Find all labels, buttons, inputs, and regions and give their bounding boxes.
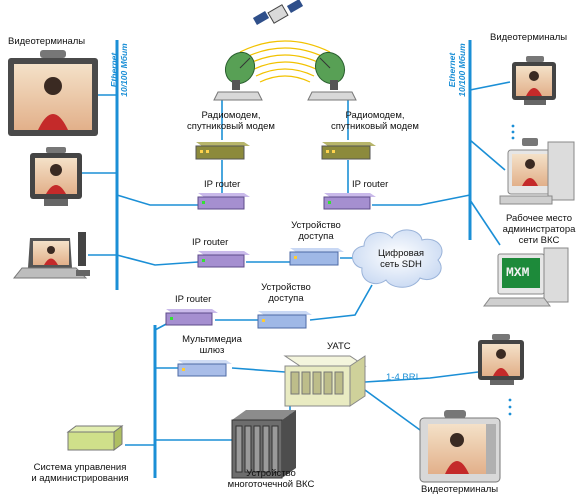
gateway-line-2: шлюз xyxy=(199,345,225,356)
network-links xyxy=(82,81,511,446)
admin-pc-videoterminal-icon xyxy=(499,138,575,205)
access-device-2-line-1: Устройство xyxy=(261,282,311,293)
mxm-screen-text: MXM xyxy=(506,265,530,280)
mcu-line-2: многоточечной ВКС xyxy=(227,479,315,490)
multimedia-gateway-label: Мультимедиа шлюз xyxy=(172,334,252,356)
management-system-icon xyxy=(66,425,124,451)
ellipsis-bottom xyxy=(508,398,512,416)
satellite-signal-waves xyxy=(239,40,331,83)
sdh-line-2: сеть SDH xyxy=(380,259,422,270)
mcu-line-1: Устройство xyxy=(246,468,296,479)
mgmt-line-2: и администрирования xyxy=(31,473,129,484)
ethernet-label-right: Ethernet 10/100 Мбит xyxy=(447,37,467,103)
satellite-modem-right-icon xyxy=(321,142,376,160)
mcu-icon xyxy=(231,410,296,479)
mcu-label: Устройство многоточечной ВКС xyxy=(216,468,326,490)
management-system-label: Система управления и администрирования xyxy=(22,462,138,484)
ip-router-3-icon xyxy=(197,251,250,268)
ip-router-2-icon xyxy=(323,193,376,210)
video-terminal-bottom-1-icon xyxy=(478,334,524,385)
video-terminal-left-2-icon xyxy=(30,147,82,206)
access-device-1-line-2: доступа xyxy=(298,231,334,242)
radiomodem-right-label: Радиомодем, спутниковый модем xyxy=(320,110,430,132)
access-device-2-label: Устройство доступа xyxy=(248,282,324,304)
radiomodem-left-line-1: Радиомодем, xyxy=(201,110,261,121)
uats-pbx-icon xyxy=(283,355,367,407)
admin-ws-line-2: администратора xyxy=(502,224,576,235)
multimedia-gateway-icon xyxy=(177,360,232,377)
access-device-1-label: Устройство доступа xyxy=(278,220,354,242)
ethernet-right-line-2: 10/100 Мбит xyxy=(457,43,467,97)
admin-ws-line-1: Рабочее место xyxy=(505,213,573,224)
video-terminal-bottom-2-icon xyxy=(419,410,501,483)
ellipsis-right-top xyxy=(511,124,515,140)
satellite-modem-left-icon xyxy=(195,142,250,160)
ethernet-left-line-2: 10/100 Мбит xyxy=(119,43,129,97)
radiomodem-left-line-2: спутниковый модем xyxy=(187,121,275,132)
sdh-cloud-icon xyxy=(352,229,443,288)
ip-router-1-icon xyxy=(197,193,250,210)
access-device-2-line-2: доступа xyxy=(268,293,304,304)
ethernet-right-line-1: Ethernet xyxy=(447,52,457,88)
sdh-line-1: Цифровая xyxy=(377,248,425,259)
ip-router-4-icon xyxy=(165,309,218,326)
admin-workstation-label: Рабочее место администратора сети ВКС xyxy=(494,213,583,246)
ethernet-label-left: Ethernet 10/100 Мбит xyxy=(109,37,129,103)
radiomodem-right-line-1: Радиомодем, xyxy=(345,110,405,121)
radiomodem-right-line-2: спутниковый модем xyxy=(331,121,419,132)
satellite-dish-right-icon xyxy=(307,51,357,101)
ip-router-3-label: IP router xyxy=(192,237,229,248)
satellite-icon xyxy=(252,0,304,25)
satellite-dish-left-icon xyxy=(213,51,263,101)
videoterminals-bottom-label: Видеотерминалы xyxy=(421,484,499,495)
mgmt-line-1: Система управления xyxy=(33,462,127,473)
gateway-line-1: Мультимедиа xyxy=(182,334,242,345)
laptop-terminal-left-icon xyxy=(12,232,90,279)
radiomodem-left-label: Радиомодем, спутниковый модем xyxy=(176,110,286,132)
ip-router-4-label: IP router xyxy=(175,294,212,305)
admin-ws-line-3: сети ВКС xyxy=(518,235,560,246)
video-terminal-right-1-icon xyxy=(512,56,556,105)
ip-router-2-label: IP router xyxy=(352,179,389,190)
access-device-1-icon xyxy=(289,248,344,266)
sdh-cloud-label: Цифровая сеть SDH xyxy=(366,248,436,270)
videoterminals-right-label: Видеотерминалы xyxy=(490,32,568,43)
videoterminals-left-label: Видеотерминалы xyxy=(8,36,86,47)
ethernet-left-line-1: Ethernet xyxy=(109,52,119,88)
video-terminal-left-1-icon xyxy=(8,50,98,136)
access-device-1-line-1: Устройство xyxy=(291,220,341,231)
uats-label: УАТС xyxy=(327,341,351,352)
access-device-2-icon xyxy=(257,311,312,329)
admin-workstation-icon xyxy=(483,247,569,307)
bri-label: 1-4 BRI xyxy=(386,372,419,383)
ip-router-1-label: IP router xyxy=(204,179,241,190)
